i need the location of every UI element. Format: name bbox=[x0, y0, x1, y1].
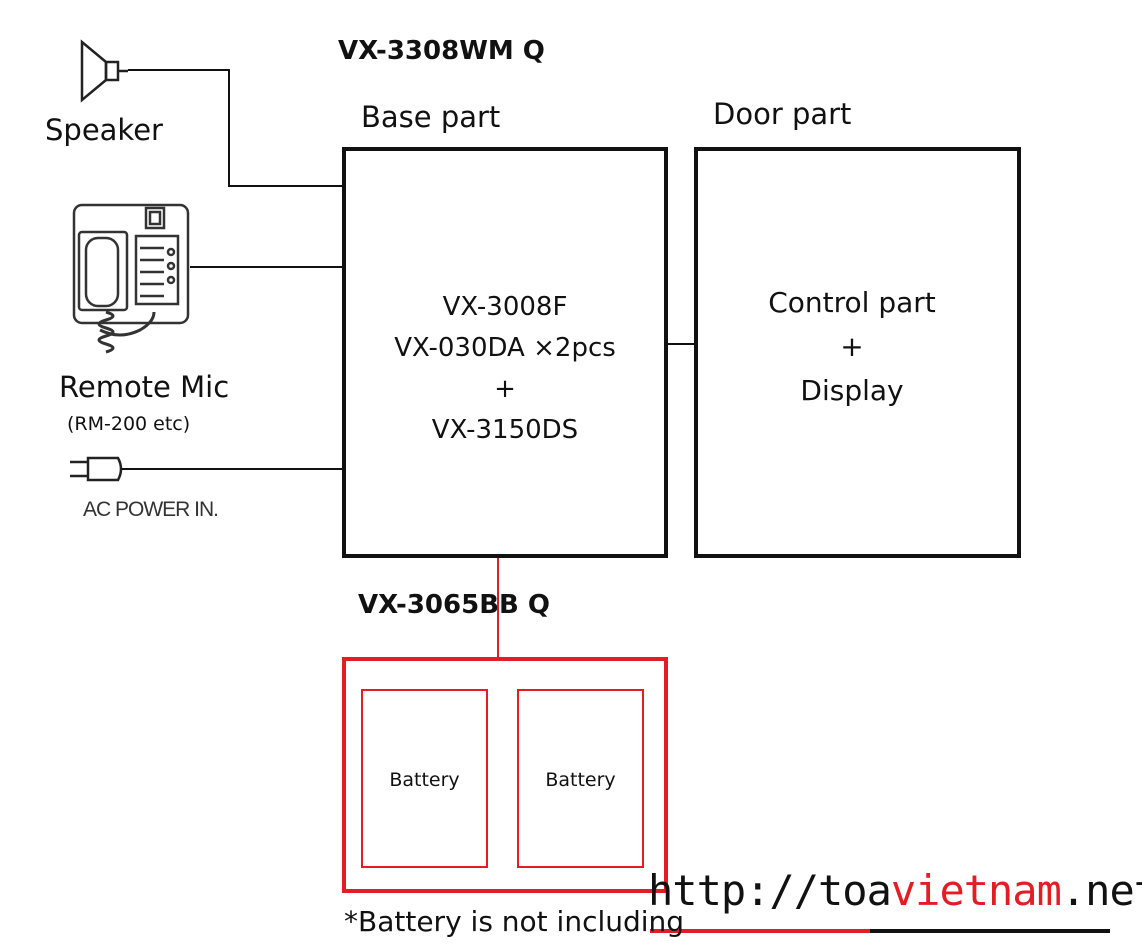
door-part-content: Control part + Display bbox=[696, 281, 1008, 413]
base-part-box bbox=[342, 147, 668, 558]
base-line-1: VX-3008F bbox=[442, 292, 568, 322]
door-line-2: + bbox=[840, 330, 864, 363]
speaker-wire bbox=[128, 69, 343, 187]
watermark-suffix: .net bbox=[1060, 866, 1142, 915]
battery-cell-1 bbox=[361, 689, 488, 868]
battery-box bbox=[342, 657, 668, 893]
main-unit-title: VX-3308WM Q bbox=[338, 36, 545, 66]
watermark-highlight: vietnam bbox=[890, 866, 1062, 915]
battery-footnote: *Battery is not including bbox=[344, 905, 685, 938]
base-line-2: VX-030DA ×2pcs bbox=[394, 333, 616, 363]
door-part-box bbox=[694, 147, 1021, 558]
ac-power-label: AC POWER IN. bbox=[83, 498, 219, 521]
base-line-3: + bbox=[494, 374, 516, 404]
door-line-3: Display bbox=[800, 374, 904, 407]
watermark-prefix: http://toa bbox=[648, 866, 892, 915]
speaker-icon bbox=[80, 39, 128, 103]
remote-mic-label: Remote Mic bbox=[59, 370, 230, 404]
remote-mic-icon bbox=[72, 203, 190, 354]
battery-label-2: Battery bbox=[545, 769, 616, 791]
door-part-title: Door part bbox=[713, 97, 852, 131]
base-part-title: Base part bbox=[361, 100, 501, 134]
door-line-1: Control part bbox=[768, 286, 936, 319]
battery-cell-2 bbox=[517, 689, 644, 868]
plug-icon bbox=[70, 456, 123, 482]
battery-label-1: Battery bbox=[389, 769, 460, 791]
remote-mic-note: (RM-200 etc) bbox=[67, 413, 191, 435]
base-line-4: VX-3150DS bbox=[431, 415, 579, 445]
base-part-content: VX-3008F VX-030DA ×2pcs + VX-3150DS bbox=[344, 287, 666, 451]
battery-box-title: VX-3065BB Q bbox=[358, 590, 550, 620]
speaker-label: Speaker bbox=[45, 113, 163, 147]
watermark-url: http://toavietnam.net bbox=[648, 866, 1142, 915]
